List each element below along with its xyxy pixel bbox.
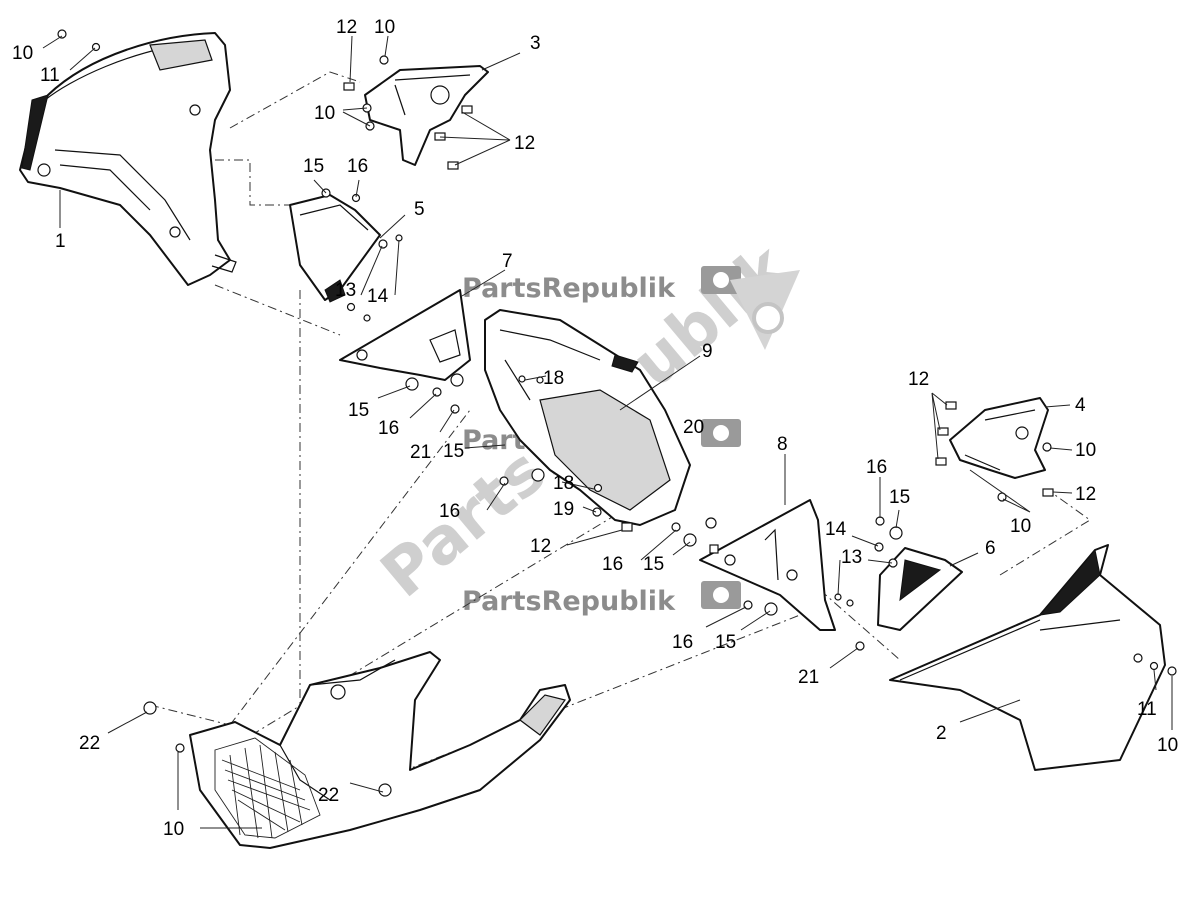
callout-15: 15: [643, 554, 664, 575]
callout-19: 19: [553, 499, 574, 520]
callout-10: 10: [1157, 735, 1178, 756]
callout-16: 16: [672, 632, 693, 653]
callout-21: 21: [410, 442, 431, 463]
callout-12: 12: [530, 536, 551, 557]
part-8-inner-panel-right: [699, 499, 836, 631]
callout-10: 10: [314, 103, 335, 124]
part-1-left-fairing: [19, 32, 237, 286]
callout-18: 18: [543, 368, 564, 389]
callout-7: 7: [502, 251, 513, 272]
callout-15: 15: [715, 632, 736, 653]
callout-15: 15: [889, 487, 910, 508]
callout-3: 3: [530, 33, 541, 54]
callout-11: 11: [1137, 699, 1157, 720]
belly-pan: [189, 651, 571, 849]
callout-16: 16: [378, 418, 399, 439]
part-6-right-duct: [877, 547, 963, 631]
gear-logo-icon: [730, 270, 800, 350]
callout-14: 14: [367, 286, 389, 307]
callout-8: 8: [777, 434, 788, 455]
callout-13: 13: [841, 547, 862, 568]
callout-2: 2: [936, 723, 947, 744]
part-3-upper-bracket: [364, 65, 489, 166]
callout-1: 1: [55, 231, 66, 252]
leader-lines: [42, 35, 1173, 829]
callout-15: 15: [348, 400, 369, 421]
callout-16: 16: [866, 457, 887, 478]
callout-16: 16: [602, 554, 623, 575]
watermark-top: PartsRepublik: [462, 273, 676, 304]
callout-numbers: 1 10 11 12 10 3 10 12 15 16 5 7 13 14 9 …: [12, 17, 1178, 840]
callout-9: 9: [702, 341, 713, 362]
callout-12: 12: [514, 133, 535, 154]
part-5-air-duct: [289, 194, 381, 303]
callout-10: 10: [1075, 440, 1096, 461]
callout-13: 13: [335, 280, 356, 301]
callout-12: 12: [336, 17, 357, 38]
callout-4: 4: [1075, 395, 1086, 416]
callout-12: 12: [1075, 484, 1096, 505]
callout-20: 20: [683, 417, 704, 438]
callout-16: 16: [439, 501, 460, 522]
watermark-bottom: PartsRepublik: [462, 586, 676, 617]
callout-18: 18: [553, 473, 574, 494]
callout-21: 21: [798, 667, 819, 688]
part-9-center-shroud: [484, 309, 691, 526]
part-7-inner-panel: [339, 289, 471, 381]
part-4-right-bracket: [949, 397, 1049, 479]
gear-icon: [701, 266, 741, 609]
callout-10: 10: [12, 43, 33, 64]
callout-14: 14: [825, 519, 847, 540]
callout-10: 10: [163, 819, 184, 840]
callout-22: 22: [318, 785, 339, 806]
callout-5: 5: [414, 199, 425, 220]
callout-15: 15: [303, 156, 324, 177]
callout-16: 16: [347, 156, 368, 177]
callout-11: 11: [40, 65, 60, 86]
callout-22: 22: [79, 733, 100, 754]
callout-15: 15: [443, 441, 464, 462]
callout-6: 6: [985, 538, 996, 559]
callout-10: 10: [1010, 516, 1031, 537]
callout-12: 12: [908, 369, 929, 390]
part-2-right-fairing: [889, 544, 1166, 771]
callout-10: 10: [374, 17, 395, 38]
fasteners: [57, 29, 1177, 797]
grille-mesh: [214, 737, 321, 839]
